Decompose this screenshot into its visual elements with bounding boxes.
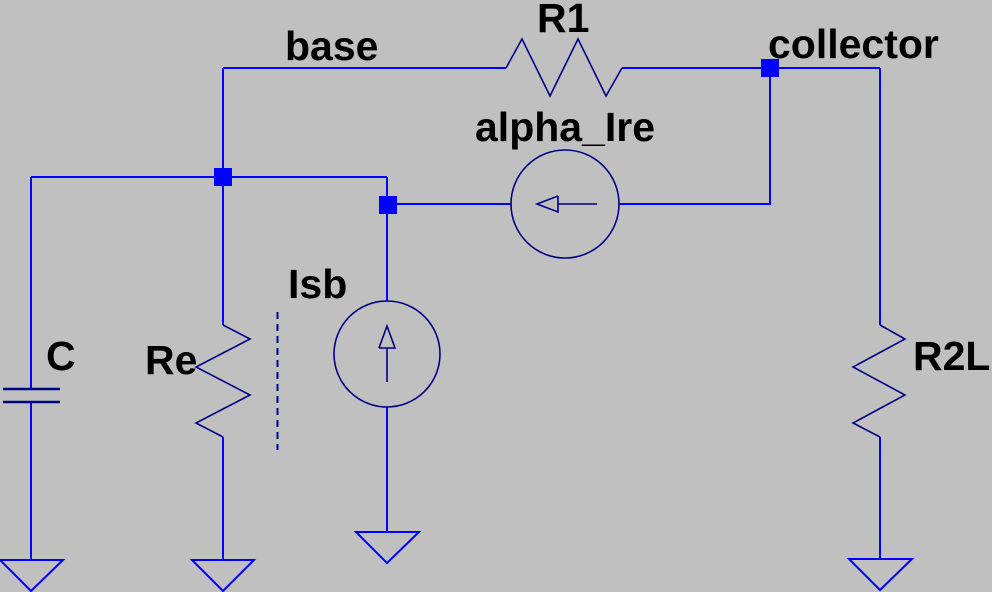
component-label-c[interactable]: C bbox=[46, 333, 76, 379]
component-label-isb[interactable]: Isb bbox=[288, 261, 347, 307]
arrow-left-head-icon bbox=[534, 195, 559, 214]
junction-dot-isb bbox=[379, 196, 397, 214]
ground-symbol-c[interactable] bbox=[0, 559, 66, 592]
junction-dot-base bbox=[214, 168, 232, 186]
current-source-circle-icon bbox=[333, 300, 441, 408]
component-label-r2l[interactable]: R2L bbox=[913, 333, 990, 379]
net-label-base[interactable]: base bbox=[285, 23, 378, 69]
ground-symbol-re[interactable] bbox=[189, 559, 257, 592]
resistor-r2l[interactable] bbox=[851, 324, 907, 438]
resistor-zigzag-icon bbox=[851, 324, 907, 438]
ground-symbol-r2l[interactable] bbox=[846, 558, 915, 592]
resistor-zigzag-icon bbox=[505, 37, 623, 98]
resistor-zigzag-icon bbox=[194, 324, 252, 438]
current-source-alpha-ire[interactable] bbox=[510, 149, 620, 259]
junction-dot-collector bbox=[761, 59, 779, 77]
arrow-up-head-icon bbox=[378, 323, 397, 349]
current-source-isb[interactable] bbox=[276, 300, 441, 450]
ground-symbol-isb[interactable] bbox=[353, 531, 422, 565]
current-source-circle-icon bbox=[510, 149, 620, 259]
capacitor-c[interactable] bbox=[3, 387, 60, 404]
component-label-alpha-ire[interactable]: alpha_Ire bbox=[475, 104, 655, 150]
resistor-r1[interactable] bbox=[505, 37, 623, 98]
wire-alpha-to-collector[interactable] bbox=[619, 68, 771, 205]
component-label-re[interactable]: Re bbox=[145, 337, 197, 383]
net-label-collector[interactable]: collector bbox=[768, 21, 939, 67]
resistor-re[interactable] bbox=[194, 324, 252, 438]
component-label-r1[interactable]: R1 bbox=[537, 0, 589, 41]
